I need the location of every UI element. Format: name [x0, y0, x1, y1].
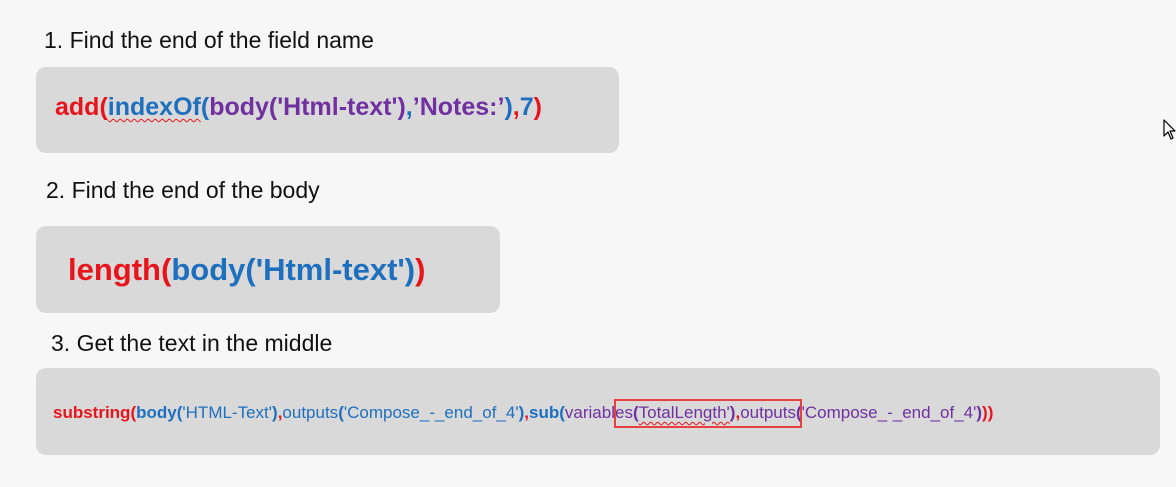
formula-1-comma-2: ,: [512, 93, 520, 121]
formula-3-body-close: ): [272, 403, 278, 422]
formula-1: add(indexOf(body('Html-text'),’Notes:’),…: [55, 93, 542, 122]
formula-3-body-arg: 'HTML-Text': [182, 403, 273, 422]
formula-3-outputs-1-close: ): [518, 403, 525, 422]
formula-3-outputs-1-open: (: [338, 403, 344, 422]
formula-3-outputs-2-fn: outputs: [740, 403, 796, 422]
formula-3-outputs-1-arg: 'Compose_-_end_of_4': [343, 403, 519, 422]
formula-1-indexof: indexOf: [107, 93, 201, 121]
formula-3-box: [36, 368, 1160, 455]
formula-2-body: body('Html-text'): [171, 252, 416, 287]
formula-2-box: [36, 226, 500, 313]
formula-2-length: length: [68, 252, 161, 287]
formula-2: length(body('Html-text')): [68, 252, 425, 288]
formula-3-comma-3: ,: [735, 403, 741, 422]
formula-1-paren: (: [99, 93, 108, 121]
formula-3-variables-close: ): [729, 403, 736, 422]
formula-3-body-fn: body: [136, 403, 177, 422]
formula-3-outputs-1-fn: outputs: [282, 403, 339, 422]
formula-3-comma-1: ,: [277, 403, 283, 422]
formula-3-variables-arg: TotalLength': [638, 403, 730, 422]
formula-3-outputs-2-open: (: [795, 403, 802, 422]
step-3-label: 3. Get the text in the middle: [51, 330, 333, 356]
variables-highlight-box: [614, 399, 802, 428]
formula-1-body: body('Html-text'): [209, 93, 406, 121]
formula-1-notes: ’Notes:’: [412, 93, 505, 121]
formula-3-outputs-2-close: ): [976, 403, 983, 422]
formula-1-close: ): [504, 93, 513, 121]
formula-3: substring(body('HTML-Text'),outputs('Com…: [53, 403, 993, 423]
formula-1-index-paren: (: [200, 93, 210, 121]
formula-3-sub-open: (: [559, 403, 565, 422]
formula-1-comma: ,: [405, 93, 413, 121]
formula-1-end: ): [533, 93, 542, 121]
formula-1-box: [36, 67, 619, 153]
formula-3-outputs-2-arg: 'Compose_-_end_of_4': [801, 403, 977, 422]
formula-3-sub: sub: [529, 403, 560, 422]
formula-1-seven: 7: [519, 93, 534, 121]
formula-3-substring: substring: [53, 403, 131, 422]
formula-3-body-open: (: [176, 403, 183, 422]
formula-3-end: )): [982, 403, 994, 422]
mouse-pointer-icon: [1163, 119, 1176, 141]
formula-3-variables-open: (: [632, 403, 639, 422]
formula-1-add: add: [55, 93, 100, 121]
step-2-label: 2. Find the end of the body: [46, 177, 320, 203]
formula-2-paren-close: ): [415, 252, 426, 287]
formula-3-paren: (: [130, 403, 137, 422]
formula-3-comma-2: ,: [524, 403, 529, 422]
step-1-label: 1. Find the end of the field name: [44, 27, 374, 53]
formula-2-paren-open: (: [161, 252, 172, 287]
